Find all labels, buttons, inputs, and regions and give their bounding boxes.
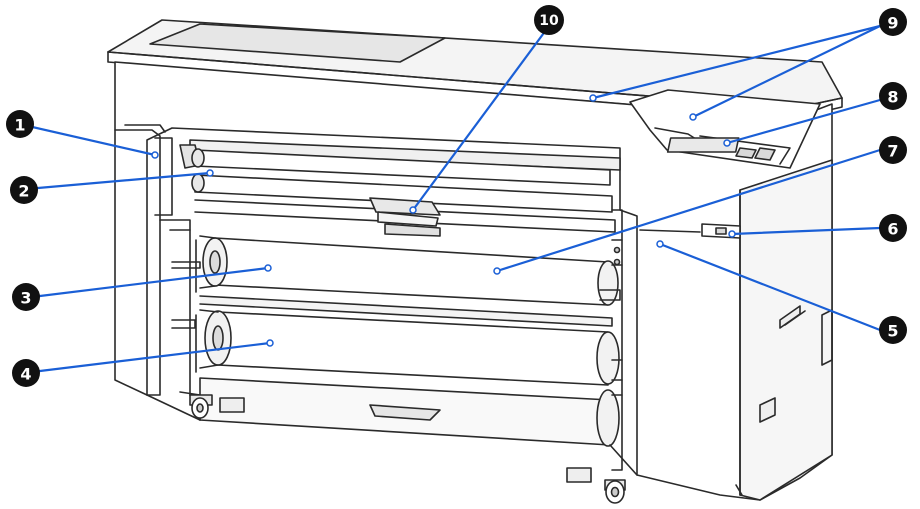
callout-9-label: 9 bbox=[887, 14, 898, 33]
control-panel-screen bbox=[666, 137, 740, 153]
usb-port bbox=[715, 227, 727, 235]
leader-lines bbox=[26, 24, 882, 373]
leader-5 bbox=[658, 242, 882, 332]
callout-5-label: 5 bbox=[887, 322, 898, 341]
leader-dots bbox=[151, 94, 736, 347]
leader-1 bbox=[26, 124, 157, 157]
callout-4: 4 bbox=[12, 359, 40, 387]
leader-9b bbox=[691, 24, 882, 119]
caster-right-front bbox=[604, 479, 626, 504]
callout-2: 2 bbox=[10, 176, 38, 204]
printer-body bbox=[107, 19, 843, 504]
leader-2 bbox=[36, 171, 212, 190]
leader-6 bbox=[730, 226, 882, 236]
callout-8: 8 bbox=[879, 82, 907, 110]
roll-paper-1 bbox=[214, 237, 609, 306]
lid-recess bbox=[149, 23, 446, 63]
right-side-panel bbox=[739, 159, 833, 501]
leader-8 bbox=[725, 98, 882, 145]
vent-slot-2 bbox=[784, 310, 806, 326]
callout-5: 5 bbox=[879, 316, 907, 344]
leader-3 bbox=[38, 266, 270, 298]
callout-7-label: 7 bbox=[887, 142, 898, 161]
callout-4-label: 4 bbox=[20, 365, 31, 384]
callout-9: 9 bbox=[879, 8, 907, 36]
caster-left-front bbox=[189, 394, 213, 419]
callout-8-label: 8 bbox=[887, 88, 898, 107]
leader-9a bbox=[591, 24, 882, 100]
callout-10-label: 10 bbox=[539, 13, 559, 29]
callout-7: 7 bbox=[879, 136, 907, 164]
callout-1: 1 bbox=[6, 110, 34, 138]
leader-7 bbox=[495, 148, 882, 273]
callout-3: 3 bbox=[12, 283, 40, 311]
callout-6-label: 6 bbox=[887, 220, 898, 239]
callout-1-label: 1 bbox=[14, 116, 25, 135]
left-column bbox=[114, 129, 161, 396]
caster-left-rear bbox=[219, 397, 245, 413]
callout-2-label: 2 bbox=[18, 182, 29, 201]
callout-6: 6 bbox=[879, 214, 907, 242]
callout-badges: 1 2 3 4 5 6 7 8 bbox=[6, 5, 907, 387]
callout-10: 10 bbox=[534, 5, 564, 35]
leader-4 bbox=[38, 341, 272, 373]
leader-10 bbox=[411, 24, 551, 212]
callout-3-label: 3 bbox=[20, 289, 31, 308]
paper-holder bbox=[369, 197, 441, 216]
caster-right-rear bbox=[566, 467, 592, 483]
